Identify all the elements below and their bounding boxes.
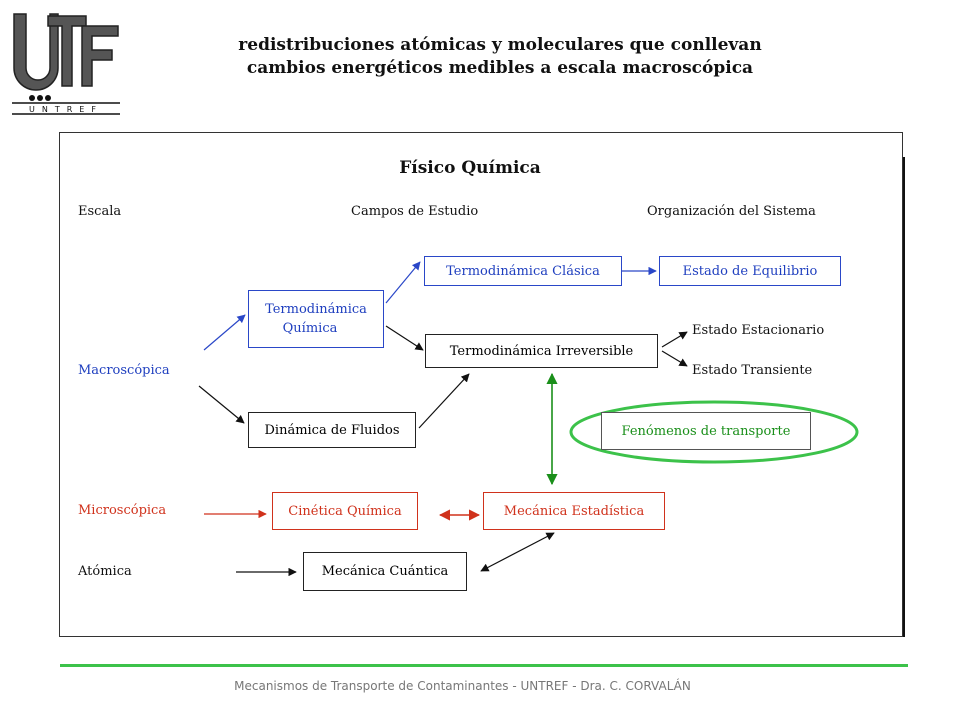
logo-letters bbox=[13, 13, 119, 91]
arrow-macro-to-termo-quimica bbox=[203, 314, 246, 351]
arrow-macro-to-fluidos bbox=[198, 385, 245, 424]
box-dinamica-fluidos: Dinámica de Fluidos bbox=[248, 412, 416, 448]
untref-logo: UNTREF bbox=[12, 13, 120, 115]
box-termo-clasica: Termodinámica Clásica bbox=[424, 256, 622, 286]
arrow-cuantica-estadistica bbox=[480, 532, 555, 572]
box-termo-quimica-line2: Química bbox=[282, 321, 338, 336]
scale-macroscopica: Macroscópica bbox=[78, 363, 170, 378]
box-termo-quimica: Termodinámica Química bbox=[248, 290, 384, 348]
highlight-ellipse bbox=[569, 400, 859, 464]
box-mecanica-cuantica: Mecánica Cuántica bbox=[303, 552, 467, 591]
column-campos: Campos de Estudio bbox=[351, 204, 479, 219]
state-transiente: Estado Transiente bbox=[692, 363, 813, 378]
arrow-fluidos-to-irreversible bbox=[418, 373, 470, 429]
footer-divider bbox=[60, 664, 908, 667]
box-cinetica-quimica: Cinética Química bbox=[272, 492, 418, 530]
arrow-irreversible-to-transiente bbox=[661, 350, 688, 367]
diagram-heading: Físico Química bbox=[399, 158, 541, 178]
scale-microscopica: Microscópica bbox=[78, 503, 167, 518]
column-escala: Escala bbox=[78, 204, 122, 219]
box-termo-quimica-line1: Termodinámica bbox=[265, 302, 367, 317]
box-estado-equilibrio: Estado de Equilibrio bbox=[659, 256, 841, 286]
state-estacionario: Estado Estacionario bbox=[692, 323, 825, 338]
column-organizacion: Organización del Sistema bbox=[647, 204, 816, 219]
box-termo-irreversible: Termodinámica Irreversible bbox=[425, 334, 658, 368]
logo-dots bbox=[29, 95, 51, 101]
page-title: redistribuciones atómicas y moleculares … bbox=[150, 34, 850, 80]
title-line-2: cambios energéticos medibles a escala ma… bbox=[246, 58, 754, 78]
logo-text: UNTREF bbox=[29, 105, 103, 114]
arrow-irreversible-to-estacionario bbox=[661, 331, 688, 348]
arrow-termo-quimica-to-irreversible bbox=[385, 325, 424, 351]
box-fenomenos-transporte: Fenómenos de transporte bbox=[601, 412, 811, 450]
arrow-termo-quimica-to-clasica bbox=[385, 261, 421, 304]
title-line-1: redistribuciones atómicas y moleculares … bbox=[238, 35, 762, 55]
footer-text: Mecanismos de Transporte de Contaminante… bbox=[234, 679, 691, 693]
scale-atomica: Atómica bbox=[78, 564, 132, 579]
box-mecanica-estadistica: Mecánica Estadística bbox=[483, 492, 665, 530]
